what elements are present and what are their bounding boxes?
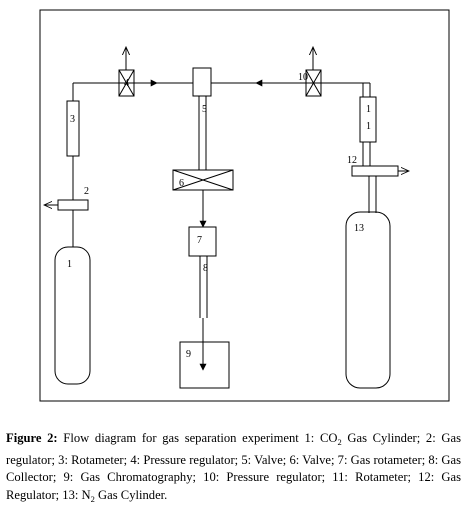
label-11a: 1: [366, 104, 371, 115]
label-8: 8: [203, 263, 208, 274]
label-6: 6: [179, 178, 184, 189]
valve-5: [192, 67, 212, 97]
flow-diagram: 1 2 3 4 5 6 7 8 9 10 1 1 12 13: [39, 9, 450, 402]
label-13: 13: [354, 223, 364, 234]
n2-cylinder-13: [345, 211, 391, 389]
figure-caption: Figure 2: Flow diagram for gas separatio…: [6, 430, 461, 508]
gas-regulator-12: [351, 165, 399, 177]
label-3: 3: [70, 114, 75, 125]
gas-chromatography-9: [179, 341, 230, 389]
label-2: 2: [84, 186, 89, 197]
gas-regulator-2: [57, 199, 89, 211]
diagram-frame: [39, 9, 450, 402]
label-12: 12: [347, 155, 357, 166]
label-7: 7: [197, 235, 202, 246]
label-4: 4: [124, 78, 129, 89]
label-9: 9: [186, 349, 191, 360]
label-11b: 1: [366, 121, 371, 132]
caption-text-1: Flow diagram for gas separation experime…: [57, 431, 338, 445]
label-1: 1: [67, 259, 72, 270]
label-10: 10: [298, 72, 308, 83]
label-5: 5: [202, 104, 207, 115]
co2-cylinder-1: [54, 246, 91, 385]
gas-rotameter-7: [188, 226, 217, 257]
caption-subscript-co2: 2: [337, 437, 342, 447]
rotameter-11: [359, 96, 377, 143]
rotameter-3: [66, 100, 80, 157]
figure-label: Figure 2:: [6, 431, 58, 445]
caption-text-3: Gas Cylinder.: [94, 487, 168, 502]
caption-subscript-n2: 2: [90, 493, 95, 504]
caption-text-2: Gas Cylinder; 2: Gas regulator; 3: Rotam…: [6, 431, 461, 502]
